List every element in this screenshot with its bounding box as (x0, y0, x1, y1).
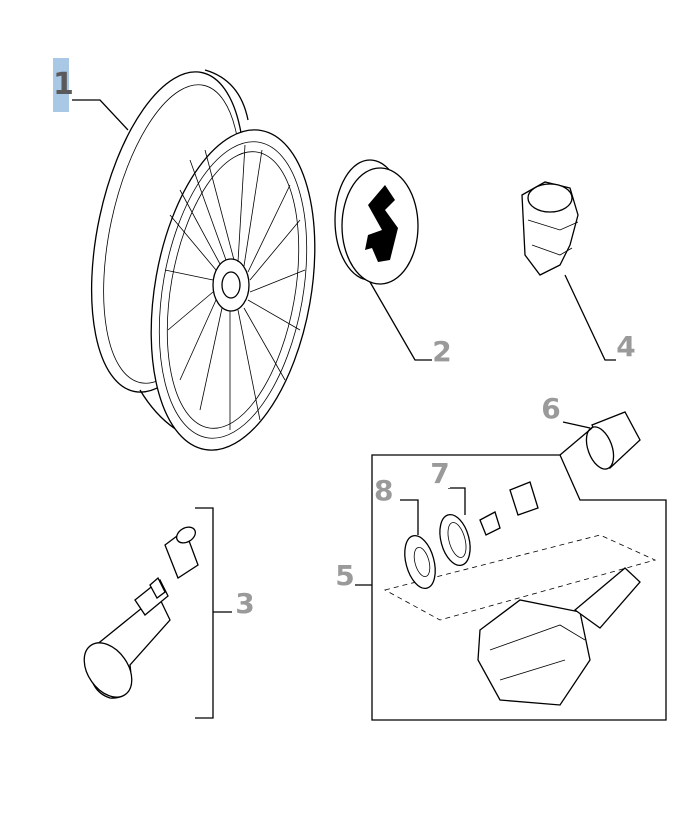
callout-8[interactable]: 8 (374, 477, 393, 511)
center-cap-scorpion-icon[interactable] (334, 159, 432, 361)
seal-ring-icon[interactable] (399, 499, 440, 592)
callout-2[interactable]: 2 (432, 335, 452, 368)
sensor-nut-icon[interactable] (562, 411, 641, 473)
callout-1[interactable]: 1 (53, 58, 74, 112)
callout-3[interactable]: 3 (235, 587, 255, 620)
callout-5[interactable]: 5 (335, 559, 355, 592)
callout-6[interactable]: 6 (541, 392, 561, 425)
washer-icon[interactable] (435, 487, 476, 569)
wheel-nut-icon[interactable] (521, 181, 618, 361)
alloy-wheel-icon[interactable] (66, 58, 338, 463)
tpms-sensor-kit-icon[interactable] (352, 427, 667, 721)
callout-7[interactable]: 7 (430, 457, 450, 490)
callout-4[interactable]: 4 (616, 330, 636, 363)
tire-valve-icon[interactable] (74, 507, 232, 719)
